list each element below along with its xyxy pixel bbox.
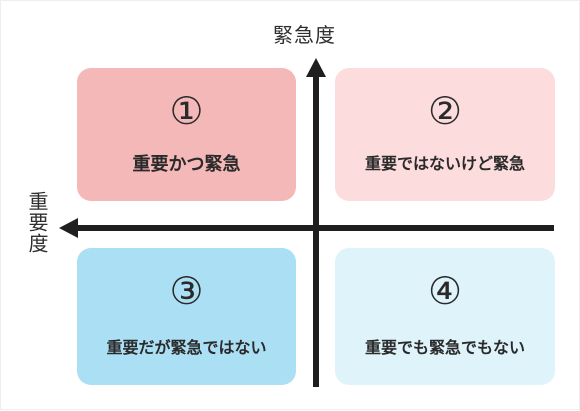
- urgency-axis-arrowhead-icon: [306, 58, 326, 77]
- quadrant-not-important-not-urgent: ④ 重要でも緊急でもない: [335, 248, 555, 385]
- quadrant-number-3: ③: [169, 269, 204, 313]
- quadrant-number-1: ①: [169, 89, 204, 133]
- quadrant-label-3: 重要だが緊急ではない: [106, 338, 267, 357]
- quadrant-number-4: ④: [427, 269, 463, 313]
- importance-axis-label: 重要度: [25, 191, 49, 254]
- quadrant-not-important-urgent: ② 重要ではないけど緊急: [335, 68, 555, 201]
- urgency-axis-label: 緊急度: [273, 23, 336, 47]
- quadrant-label-1: 重要かつ緊急: [132, 154, 241, 175]
- quadrant-label-4: 重要でも緊急でもない: [364, 338, 525, 357]
- quadrant-important-urgent: ① 重要かつ緊急: [77, 68, 296, 201]
- importance-axis-arrowhead-icon: [59, 218, 78, 238]
- quadrant-label-2: 重要ではないけど緊急: [364, 154, 525, 173]
- quadrant-important-not-urgent: ③ 重要だが緊急ではない: [77, 248, 296, 385]
- quadrant-number-2: ②: [427, 89, 463, 133]
